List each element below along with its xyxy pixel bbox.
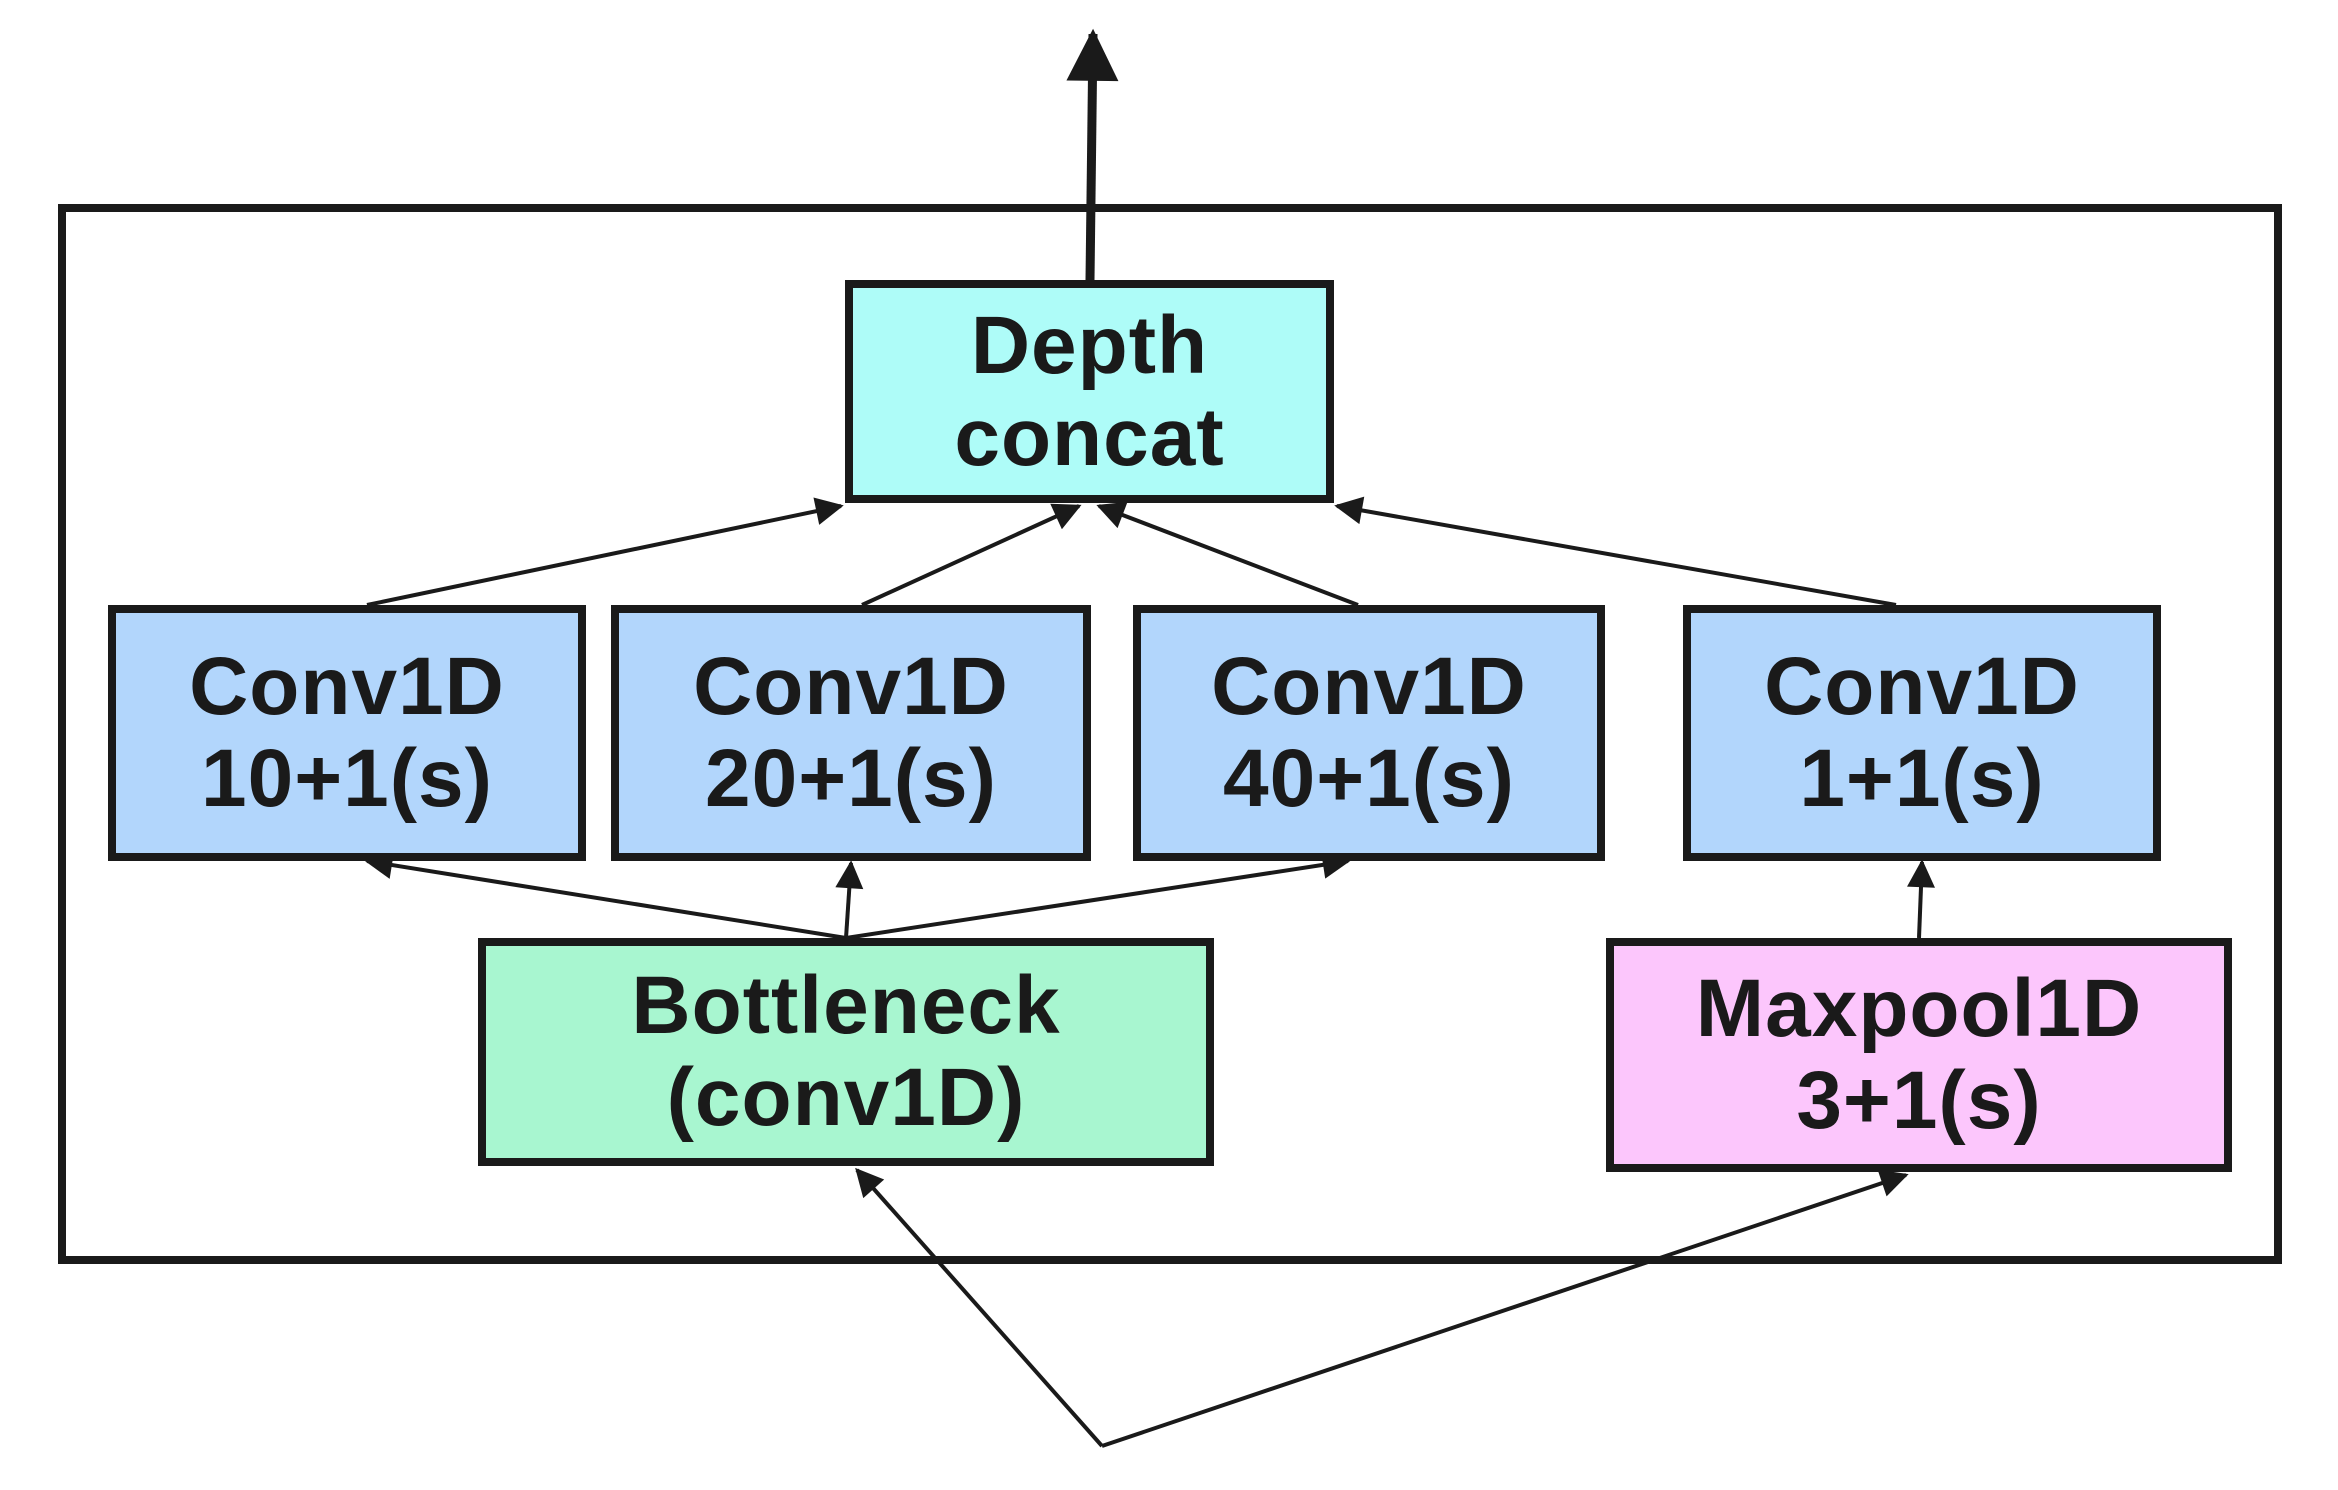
edge-conv40-to-concat [1096,501,1359,607]
conv1d-20-label-line1: Conv1D [693,641,1009,733]
conv1d-20-node: Conv1D 20+1(s) [611,605,1091,861]
edge-concat-to-output [1066,28,1119,281]
edge-maxpool-to-conv1 [1907,859,1935,939]
maxpool-label-line1: Maxpool1D [1695,963,2143,1055]
edge-conv10-to-concat [366,497,844,607]
bottleneck-node: Bottleneck (conv1D) [478,938,1214,1166]
conv1d-1-node: Conv1D 1+1(s) [1683,605,2161,861]
conv1d-1-label-line1: Conv1D [1764,641,2080,733]
edge-conv1-to-concat [1334,496,1897,607]
bottleneck-label-line2: (conv1D) [666,1052,1026,1143]
conv1d-10-node: Conv1D 10+1(s) [108,605,586,861]
depth-concat-node: Depth concat [845,280,1334,503]
bottleneck-label-line1: Bottleneck [631,960,1061,1052]
edge-bottleneck-to-conv20 [835,860,864,939]
depth-concat-label-line1: Depth [970,299,1209,391]
maxpool-label-line2: 3+1(s) [1796,1055,2042,1146]
conv1d-40-node: Conv1D 40+1(s) [1133,605,1605,861]
conv1d-1-label-line2: 1+1(s) [1799,733,2045,824]
conv1d-20-label-line2: 20+1(s) [705,733,997,824]
module-frame [58,204,2282,1264]
edge-bottleneck-to-conv10 [364,851,847,940]
depth-concat-label-line2: concat [954,391,1225,483]
edge-bottleneck-to-conv40 [845,850,1351,940]
edge-conv20-to-concat [861,503,1082,607]
edge-input-to-maxpool [1101,1169,1909,1448]
conv1d-40-label-line1: Conv1D [1211,641,1527,733]
conv1d-10-label-line1: Conv1D [189,641,505,733]
maxpool-node: Maxpool1D 3+1(s) [1606,938,2232,1172]
conv1d-10-label-line2: 10+1(s) [201,733,493,824]
edge-input-to-bottleneck [855,1167,1104,1448]
conv1d-40-label-line2: 40+1(s) [1223,733,1515,824]
